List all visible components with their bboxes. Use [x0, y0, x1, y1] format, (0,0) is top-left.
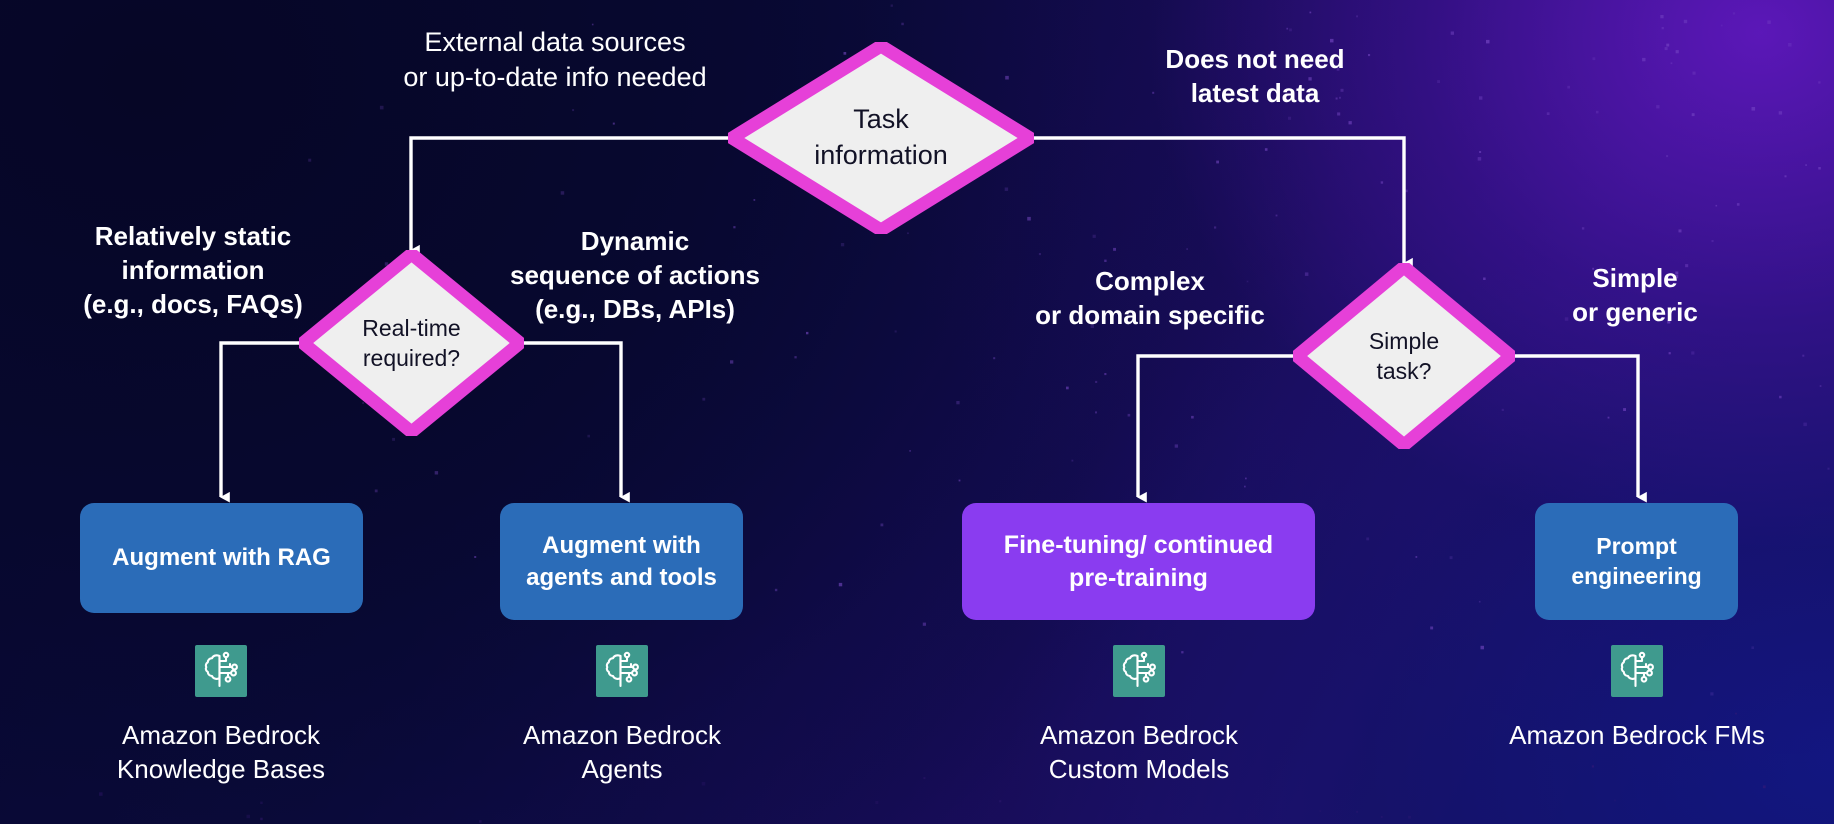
outcome-label: Augment with RAG [112, 544, 331, 572]
edge-label-external-data-sources: External data sources or up-to-date info… [403, 27, 707, 93]
brain-circuit-icon [596, 645, 648, 697]
service-caption-knowledge-bases: Amazon Bedrock Knowledge Bases [116, 720, 326, 785]
outcome-box-prompt-engineering[interactable]: Prompt engineering [1535, 503, 1738, 620]
diamond-shape [299, 250, 524, 436]
decision-task-information[interactable]: Task information [728, 42, 1034, 234]
edge-simpletask-yes-to-prompt [1515, 354, 1647, 503]
diamond-shape [1293, 263, 1515, 449]
brain-circuit-glyph [605, 651, 639, 688]
outcome-box-fine-tuning-continued-pre-training[interactable]: Fine-tuning/ continued pre-training [962, 503, 1315, 620]
decision-simple-task[interactable]: Simple task? [1293, 263, 1515, 449]
edge-realtime-no-to-rag [219, 341, 299, 503]
edge-simpletask-no-to-finetuning [1136, 354, 1293, 503]
edge-label-relatively-static-information: Relatively static information (e.g., doc… [83, 221, 303, 319]
service-caption-custom-models: Amazon Bedrock Custom Models [1040, 720, 1238, 785]
edge-task-to-simpletask [1034, 136, 1413, 269]
edge-label-does-not-need-latest-data: Does not need latest data [1165, 44, 1345, 108]
outcome-box-augment-with-rag[interactable]: Augment with RAG [80, 503, 363, 613]
edge-label-simple-or-generic: Simple or generic [1572, 263, 1698, 327]
outcome-box-augment-with-agents-and-tools[interactable]: Augment with agents and tools [500, 503, 743, 620]
service-caption-bedrock-fms: Amazon Bedrock FMs [1509, 720, 1765, 750]
brain-circuit-glyph [1620, 651, 1654, 688]
brain-circuit-icon [1611, 645, 1663, 697]
outcome-label: Prompt engineering [1571, 532, 1702, 589]
edge-realtime-yes-to-agents [524, 341, 630, 503]
outcome-label: Fine-tuning/ continued pre-training [1003, 531, 1274, 592]
outcome-label: Augment with agents and tools [526, 532, 717, 591]
edge-label-dynamic-sequence-of-actions: Dynamic sequence of actions (e.g., DBs, … [510, 226, 760, 324]
brain-circuit-icon [195, 645, 247, 697]
diamond-shape [728, 42, 1034, 234]
brain-circuit-glyph [1122, 651, 1156, 688]
brain-circuit-icon [1113, 645, 1165, 697]
edge-label-complex-or-domain-specific: Complex or domain specific [1035, 266, 1265, 330]
brain-circuit-glyph [204, 651, 238, 688]
service-caption-agents: Amazon Bedrock Agents [523, 720, 721, 785]
